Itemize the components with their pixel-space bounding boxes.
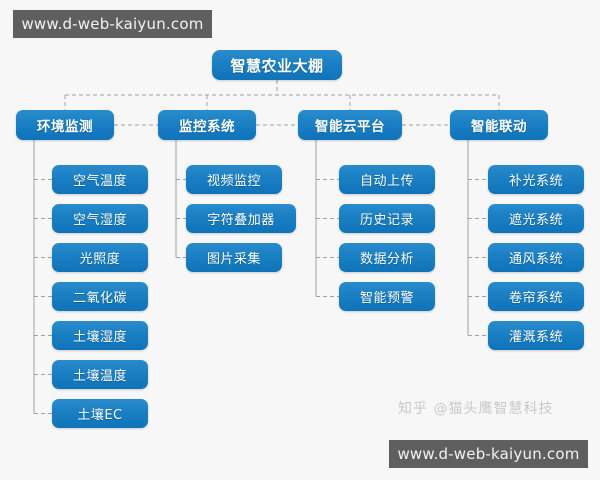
leaf-node-label: 遮光系统 [508,213,563,228]
leaf-node[interactable]: 数据分析 [339,243,435,272]
leaf-node[interactable]: 二氧化碳 [52,282,148,311]
branch-node-environment-monitoring[interactable]: 环境监测 [16,110,114,140]
branch-node-smart-cloud-platform[interactable]: 智能云平台 [298,110,402,140]
leaf-node-label: 空气温度 [72,174,127,189]
leaf-node-label: 数据分析 [359,252,414,267]
leaf-node[interactable]: 视频监控 [186,165,282,194]
leaf-node-label: 土壤EC [77,408,123,423]
leaf-node[interactable]: 灌溉系统 [488,321,584,350]
leaf-node[interactable]: 历史记录 [339,204,435,233]
branch-node-smart-linkage[interactable]: 智能联动 [450,110,548,140]
branch-node-label: 智能联动 [471,119,527,135]
leaf-node-label: 光照度 [79,252,121,267]
watermark-top-url-text: www.d-web-kaiyun.com [21,15,204,33]
watermark-bottom-url: www.d-web-kaiyun.com [389,440,588,468]
watermark-bottom-url-text: www.d-web-kaiyun.com [397,445,580,463]
watermark-zhihu-text: 知乎 @猫头鹰智慧科技 [398,401,554,417]
root-node[interactable]: 智慧农业大棚 [212,50,342,80]
leaf-node-label: 历史记录 [359,213,414,228]
branch-node-surveillance-system[interactable]: 监控系统 [158,110,256,140]
leaf-node-label: 字符叠加器 [207,213,275,228]
leaf-node[interactable]: 通风系统 [488,243,584,272]
leaf-node[interactable]: 字符叠加器 [186,204,296,233]
leaf-node[interactable]: 遮光系统 [488,204,584,233]
leaf-node-label: 土壤温度 [72,369,127,384]
watermark-zhihu: 知乎 @猫头鹰智慧科技 [398,398,553,418]
leaf-node[interactable]: 智能预警 [339,282,435,311]
leaf-node[interactable]: 土壤温度 [52,360,148,389]
leaf-node-label: 自动上传 [359,174,414,189]
root-node-label: 智慧农业大棚 [230,56,324,75]
branch-node-label: 环境监测 [37,119,93,135]
leaf-node-label: 二氧化碳 [72,291,127,306]
leaf-node-label: 空气湿度 [72,213,127,228]
leaf-node-label: 智能预警 [359,291,414,306]
branch-node-label: 智能云平台 [315,119,385,135]
leaf-node-label: 图片采集 [206,252,261,267]
leaf-node[interactable]: 空气湿度 [52,204,148,233]
leaf-node[interactable]: 补光系统 [488,165,584,194]
org-chart: 智慧农业大棚 环境监测 监控系统 智能云平台 智能联动 空气温度 空气湿度 光照… [0,40,600,440]
leaf-node[interactable]: 卷帘系统 [488,282,584,311]
leaf-node-label: 补光系统 [508,174,563,189]
leaf-node-label: 灌溉系统 [508,330,563,345]
leaf-node[interactable]: 土壤EC [52,399,148,428]
leaf-node[interactable]: 土壤湿度 [52,321,148,350]
branch-node-label: 监控系统 [179,119,235,135]
leaf-node-label: 土壤湿度 [72,330,127,345]
leaf-node-label: 通风系统 [508,252,563,267]
leaf-node[interactable]: 图片采集 [186,243,282,272]
leaf-node-label: 卷帘系统 [508,291,563,306]
leaf-node-label: 视频监控 [206,174,261,189]
watermark-top-url: www.d-web-kaiyun.com [13,10,212,38]
leaf-node[interactable]: 空气温度 [52,165,148,194]
leaf-node[interactable]: 光照度 [52,243,148,272]
leaf-node[interactable]: 自动上传 [339,165,435,194]
